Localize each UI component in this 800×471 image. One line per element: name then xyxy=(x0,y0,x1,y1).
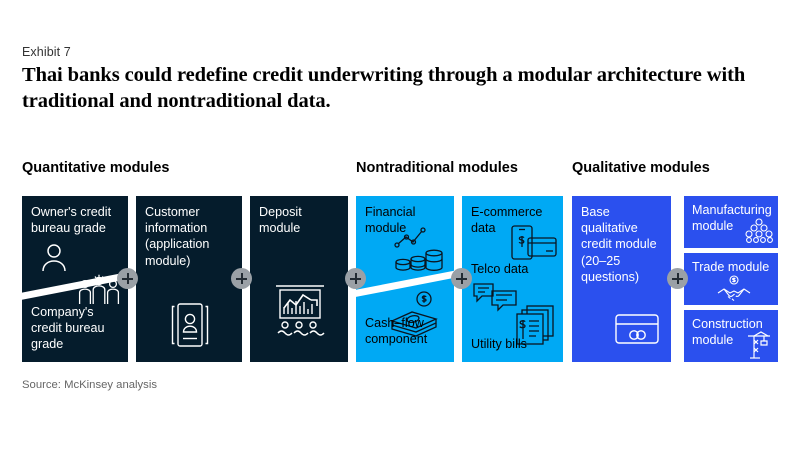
card-label-financial-module: Financial module xyxy=(365,205,416,236)
column-heading-nontraditional: Nontraditional modules xyxy=(356,160,518,176)
card-label-owners-credit-bureau-grade: Owner's credit bureau grade xyxy=(31,205,112,236)
person-icon xyxy=(38,242,70,272)
card-construction-module[interactable]: Construction module xyxy=(684,310,778,362)
card-customer-information[interactable]: Customer information (application module… xyxy=(136,196,242,362)
handshake-money-icon xyxy=(716,275,752,303)
credit-card-icon xyxy=(614,312,660,346)
plus-connector-4 xyxy=(451,268,472,289)
id-card-icon xyxy=(166,300,214,350)
page-title: Thai banks could redefine credit underwr… xyxy=(22,64,746,112)
card-ecommerce-telco-utility[interactable]: E-commerce data Telco data xyxy=(462,196,563,362)
card-base-qualitative-credit-module[interactable]: Base qualitative credit module (20–25 qu… xyxy=(572,196,671,362)
plus-connector-2 xyxy=(231,268,252,289)
card-trade-module[interactable]: Trade module xyxy=(684,253,778,305)
card-label-telco-data: Telco data xyxy=(471,262,529,276)
phone-card-icon xyxy=(510,224,558,266)
card-manufacturing-module[interactable]: Manufacturing module xyxy=(684,196,778,248)
boxes-stack-icon xyxy=(744,218,774,244)
invoice-stack-icon xyxy=(514,304,556,346)
chat-bubbles-icon xyxy=(472,281,520,313)
card-label-construction-module: Construction module xyxy=(692,317,763,348)
card-label-deposit-module: Deposit module xyxy=(259,205,302,236)
column-heading-quantitative: Quantitative modules xyxy=(22,160,170,176)
source-note: Source: McKinsey analysis xyxy=(22,379,157,391)
exhibit-label: Exhibit 7 xyxy=(22,45,71,59)
card-label-trade-module: Trade module xyxy=(692,260,770,274)
card-label-cash-flow-component: Cash–flow component xyxy=(365,316,428,347)
card-label-base-qualitative-credit-module: Base qualitative credit module (20–25 qu… xyxy=(581,205,657,284)
cash-stack-icon xyxy=(386,290,444,338)
plus-connector-3 xyxy=(345,268,366,289)
coins-trend-icon xyxy=(392,218,450,272)
card-label-utility-bills: Utility bills xyxy=(471,337,527,351)
plus-connector-1 xyxy=(117,268,138,289)
card-label-companys-credit-bureau-grade: Company's credit bureau grade xyxy=(31,305,105,352)
card-label-manufacturing-module: Manufacturing module xyxy=(692,203,772,234)
column-heading-qualitative: Qualitative modules xyxy=(572,160,710,176)
crane-icon xyxy=(746,330,774,360)
card-label-customer-information: Customer information (application module… xyxy=(145,205,210,268)
card-deposit-module[interactable]: Deposit module xyxy=(250,196,348,362)
plus-connector-5 xyxy=(667,268,688,289)
card-label-ecommerce-data: E-commerce data xyxy=(471,205,543,236)
card-financial-and-cash-flow[interactable]: Financial module Cash–flow component xyxy=(356,196,454,362)
card-owners-and-company-credit-bureau[interactable]: Owner's credit bureau grade Company's cr… xyxy=(22,196,128,362)
chart-presentation-icon xyxy=(272,280,328,338)
